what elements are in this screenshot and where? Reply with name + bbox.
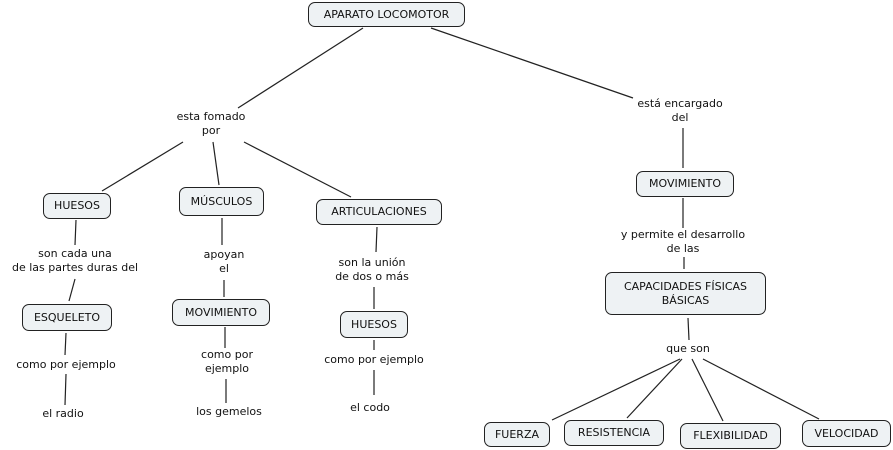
concept-musculos[interactable]: MÚSCULOS: [179, 187, 264, 216]
link-line: como por: [201, 348, 253, 361]
connector-line: [702, 358, 820, 420]
concept-resistencia[interactable]: RESISTENCIA: [564, 420, 664, 446]
example-el-codo: el codo: [350, 401, 390, 415]
concept-fuerza[interactable]: FUERZA: [484, 422, 550, 447]
connector-line: [243, 141, 352, 198]
link-line: del: [671, 111, 689, 124]
connector-line: [375, 226, 378, 253]
concept-velocidad[interactable]: VELOCIDAD: [802, 420, 891, 447]
concept-movimiento[interactable]: MOVIMIENTO: [636, 171, 734, 197]
connector-line: [68, 278, 76, 302]
link-line: ejemplo: [204, 362, 250, 375]
concept-capacidades-fisicas[interactable]: CAPACIDADES FÍSICAS BÁSICAS: [605, 272, 766, 315]
link-line: por: [201, 124, 221, 137]
connector-line: [687, 317, 690, 341]
link-line: apoyan: [203, 248, 245, 261]
link-que-son: que son: [666, 342, 710, 356]
link-line: son la unión: [338, 256, 406, 269]
concept-esqueleto[interactable]: ESQUELETO: [22, 304, 112, 331]
link-line: de las partes duras del: [11, 261, 139, 274]
link-line: de las: [666, 242, 700, 255]
connector-line: [691, 358, 724, 422]
link-line: está encargado: [637, 97, 723, 110]
connector-line: [64, 332, 67, 356]
connector-line: [64, 373, 67, 406]
concept-huesos-articulaciones[interactable]: HUESOS: [340, 311, 408, 338]
connector-line: [237, 27, 364, 109]
connector-line: [212, 141, 220, 186]
link-line: esta fomado: [176, 110, 246, 123]
concept-huesos[interactable]: HUESOS: [43, 193, 111, 219]
link-line: el: [219, 262, 229, 275]
connector-line: [101, 141, 184, 192]
connector-line: [551, 358, 681, 421]
concept-articulaciones[interactable]: ARTICULACIONES: [316, 199, 442, 225]
connector-line: [74, 219, 77, 246]
concept-flexibilidad[interactable]: FLEXIBILIDAD: [680, 423, 781, 449]
link-line: de dos o más: [335, 270, 409, 283]
link-como-por-ejemplo-3: como por ejemplo: [324, 353, 424, 367]
connector-line: [626, 358, 683, 419]
concept-aparato-locomotor[interactable]: APARATO LOCOMOTOR: [308, 2, 465, 27]
link-line: y permite el desarrollo: [620, 228, 746, 241]
link-como-por-ejemplo-1: como por ejemplo: [16, 358, 116, 372]
concept-movimiento-musculos[interactable]: MOVIMIENTO: [172, 299, 270, 326]
connector-line: [430, 27, 634, 99]
example-el-radio: el radio: [42, 407, 84, 421]
link-line: son cada una: [38, 247, 112, 260]
example-los-gemelos: los gemelos: [196, 405, 262, 419]
